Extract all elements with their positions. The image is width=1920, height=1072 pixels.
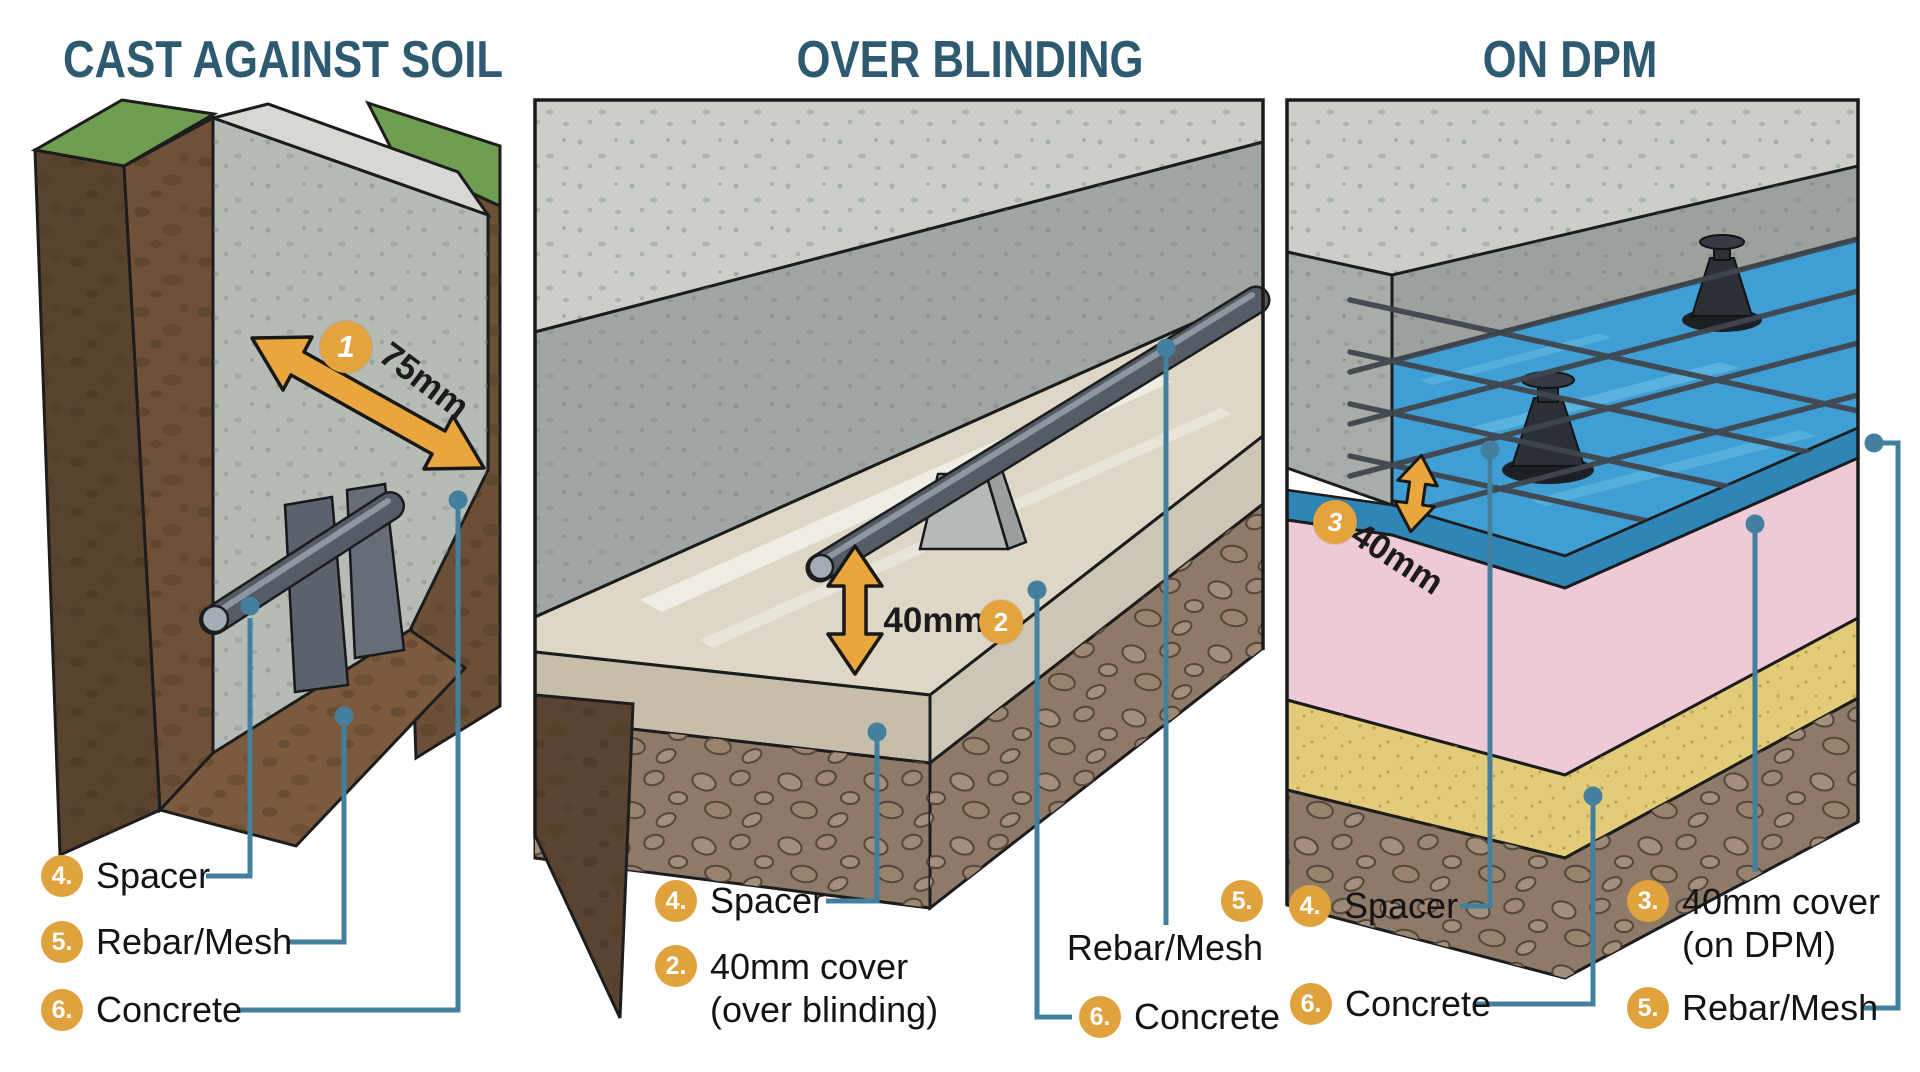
panel2-title: OVER BLINDING: [796, 31, 1144, 89]
leader-panel3-spacer: [1460, 452, 1493, 909]
label-text: Rebar/Mesh: [96, 921, 293, 962]
label-panel1-rebar: 5. Rebar/Mesh: [41, 921, 292, 963]
panel1-title: CAST AGAINST SOIL: [62, 31, 504, 89]
label-text-line1: 40mm cover: [710, 946, 909, 987]
badge-5: 5.: [41, 921, 83, 963]
leader-panel1-spacer: [206, 618, 253, 879]
panel1-illustration: [30, 98, 502, 858]
panel2-40mm-arrow: [826, 544, 884, 676]
label-text: Concrete: [1134, 996, 1281, 1037]
label-panel1-spacer: 4. Spacer: [41, 855, 210, 897]
label-text: Rebar/Mesh: [1066, 927, 1263, 968]
label-text: Rebar/Mesh: [1682, 987, 1879, 1028]
panel3-frame: [1285, 98, 1860, 905]
panel1-measure-badge: 1: [320, 321, 372, 373]
leader-panel3-concrete: [1475, 798, 1596, 1007]
badge-4: 4.: [41, 855, 83, 897]
badge-6: 6.: [1290, 983, 1332, 1025]
label-text: Concrete: [96, 989, 243, 1030]
panel2-rebar-rod: [805, 285, 1271, 583]
badge-4: 4.: [1289, 885, 1331, 927]
panel1-grass-left: [30, 98, 219, 168]
leader-panel2-concrete: [1034, 592, 1072, 1020]
label-text: Spacer: [1344, 885, 1459, 926]
panel3-40mm-arrow: [1393, 453, 1439, 534]
leader-panel1-rebar: [287, 716, 347, 945]
panel3-title: ON DPM: [1482, 31, 1658, 89]
label-text: Spacer: [96, 855, 211, 896]
panel2-measure-text: 40mm: [883, 601, 985, 640]
panel3-illustration: [1285, 98, 1860, 980]
leader-lines: [206, 350, 1901, 1020]
leader-panel1-concrete: [237, 500, 461, 1013]
label-panel2-concrete: 6. Concrete: [1079, 996, 1280, 1038]
badge-3: 3.: [1627, 880, 1669, 922]
label-panel3-40mm-cover: 3. 40mm cover (on DPM): [1627, 880, 1880, 966]
label-panel3-concrete: 6. Concrete: [1290, 983, 1491, 1025]
label-panel2-40mm-cover: 2. 40mm cover (over blinding): [655, 945, 938, 1031]
label-text-line1: 40mm cover: [1682, 881, 1881, 922]
panel3-measure-badge: 3: [1313, 500, 1357, 544]
panel2-frame: [533, 98, 1265, 838]
badge-6: 6.: [41, 989, 83, 1031]
badge-2: 2.: [655, 945, 697, 987]
label-text: Concrete: [1345, 983, 1492, 1024]
label-text-column: 40mm cover (on DPM): [1682, 880, 1880, 966]
label-text: Spacer: [710, 880, 825, 921]
panel1-grass-right: [365, 100, 502, 209]
badge-5: 5.: [1627, 987, 1669, 1029]
label-panel1-concrete: 6. Concrete: [41, 989, 242, 1031]
label-text-column: 40mm cover (over blinding): [710, 945, 938, 1031]
label-panel2-rebar: 5. Rebar/Mesh: [1067, 880, 1263, 969]
leader-dots: [240, 338, 1884, 806]
badge-4: 4.: [655, 880, 697, 922]
panel2-measure-badge: 2: [979, 600, 1023, 644]
label-panel3-rebar: 5. Rebar/Mesh: [1627, 987, 1878, 1029]
panel2-illustration: [533, 98, 1271, 1019]
leader-panel2-spacer: [826, 734, 880, 904]
leader-panel3-rebar: [1862, 440, 1901, 1011]
badge-6: 6.: [1079, 996, 1121, 1038]
label-text-line2: (on DPM): [1682, 924, 1837, 965]
badge-5: 5.: [1221, 880, 1263, 922]
label-panel3-spacer: 4. Spacer: [1289, 885, 1458, 927]
label-text-line2: (over blinding): [710, 989, 939, 1030]
panel3-chair-spacer-back: [1682, 234, 1762, 332]
label-panel2-spacer: 4. Spacer: [655, 880, 824, 922]
panel1-75mm-arrow: [250, 335, 486, 471]
